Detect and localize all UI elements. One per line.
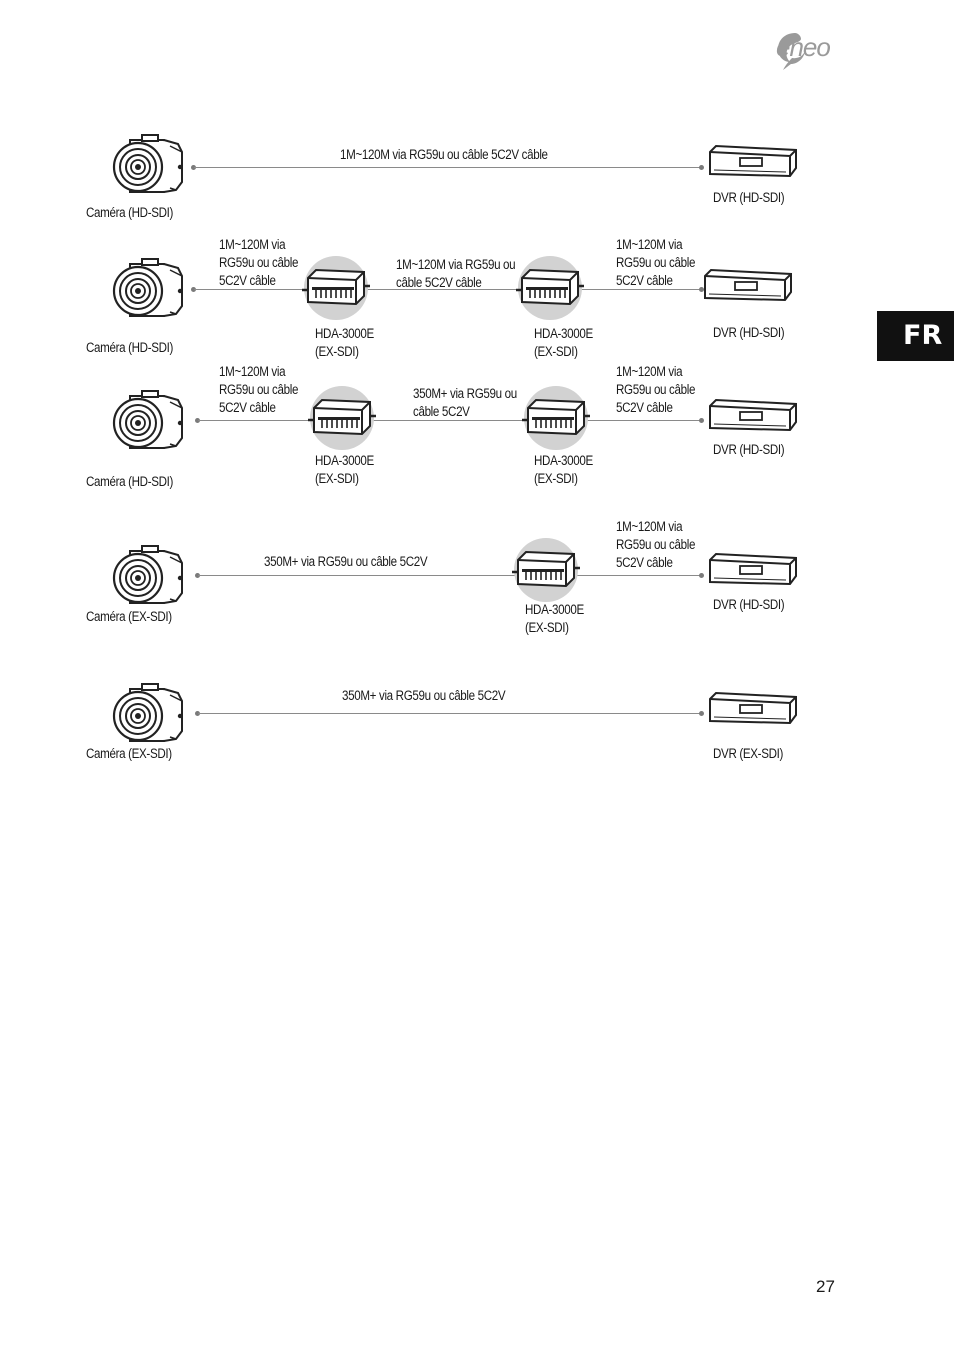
brand-name: eneo: [776, 32, 831, 62]
camera-icon: [112, 258, 186, 320]
extender-icon: [302, 266, 372, 310]
camera-icon: [112, 545, 186, 607]
extender-icon: [516, 266, 586, 310]
cable-segment-1-label: 1M~120M via RG59u ou câble 5C2V câble: [219, 364, 299, 415]
cable-segment-1-label: 1M~120M via RG59u ou câble 5C2V câble: [219, 237, 299, 288]
extender-icon: [308, 396, 378, 440]
dvr-label: DVR (HD-SDI): [713, 442, 785, 457]
camera-label: Caméra (EX-SDI): [86, 609, 172, 624]
camera-label: Caméra (HD-SDI): [86, 205, 174, 220]
cable-segment-3-label: 1M~120M via RG59u ou câble 5C2V câble: [616, 237, 696, 288]
extender-icon: [512, 548, 582, 592]
dvr-label: DVR (HD-SDI): [713, 325, 785, 340]
extender-label: HDA-3000E (EX-SDI): [315, 326, 374, 359]
language-tab: FR: [877, 311, 954, 361]
extender-label: HDA-3000E (EX-SDI): [525, 602, 584, 635]
cable-segment-2-label: 1M~120M via RG59u ou câble 5C2V câble: [396, 257, 516, 290]
dvr-icon: [706, 144, 800, 178]
dvr-icon: [700, 268, 796, 302]
cable-label: 350M+ via RG59u ou câble 5C2V: [342, 688, 506, 703]
eneo-logo-icon: [778, 33, 805, 70]
camera-label: Caméra (EX-SDI): [86, 746, 172, 761]
camera-icon: [112, 390, 186, 452]
cable-segment-1-label: 350M+ via RG59u ou câble 5C2V: [264, 554, 428, 569]
dvr-label: DVR (HD-SDI): [713, 597, 785, 612]
dvr-label: DVR (HD-SDI): [713, 190, 785, 205]
cable-segment-2-label: 1M~120M via RG59u ou câble 5C2V câble: [616, 519, 696, 570]
page-number: 27: [816, 1277, 835, 1296]
extender-label: HDA-3000E (EX-SDI): [534, 453, 593, 486]
cable-line: [198, 713, 702, 714]
camera-label: Caméra (HD-SDI): [86, 340, 174, 355]
dvr-icon: [706, 398, 800, 432]
cable-line: [198, 575, 702, 576]
dvr-label: DVR (EX-SDI): [713, 746, 784, 761]
extender-icon: [522, 396, 592, 440]
dvr-icon: [706, 691, 800, 725]
cable-line: [194, 289, 702, 290]
cable-segment-2-label: 350M+ via RG59u ou câble 5C2V: [413, 386, 517, 419]
extender-label: HDA-3000E (EX-SDI): [534, 326, 593, 359]
extender-label: HDA-3000E (EX-SDI): [315, 453, 374, 486]
cable-label: 1M~120M via RG59u ou câble 5C2V câble: [340, 147, 548, 162]
cable-line: [194, 167, 702, 168]
cable-segment-3-label: 1M~120M via RG59u ou câble 5C2V câble: [616, 364, 696, 415]
dvr-icon: [706, 552, 800, 586]
camera-icon: [112, 683, 186, 745]
cable-line: [198, 420, 702, 421]
camera-icon: [112, 134, 186, 196]
camera-label: Caméra (HD-SDI): [86, 474, 174, 489]
